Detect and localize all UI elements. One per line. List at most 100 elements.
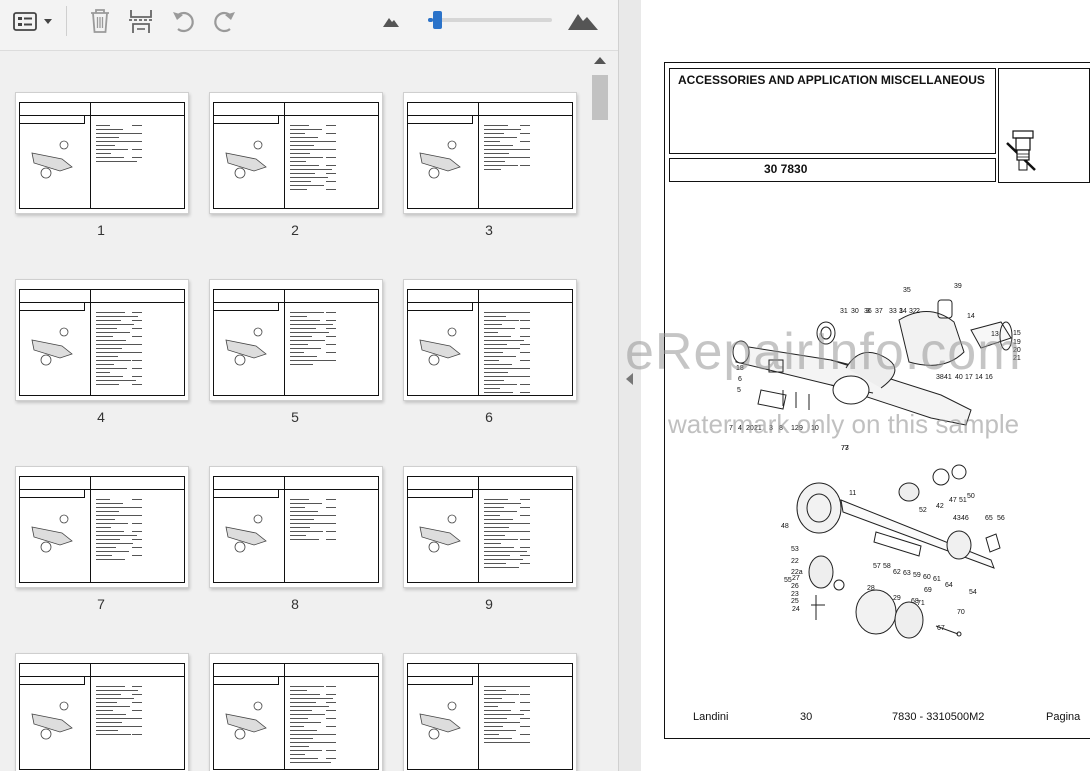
thumbnail-text-line <box>132 710 142 711</box>
part-callout-number: 2 <box>916 308 920 315</box>
vertical-scrollbar[interactable] <box>589 52 611 771</box>
part-callout-number: 17 <box>965 374 973 381</box>
thumbnail-text-line <box>484 145 513 146</box>
page-thumbnail[interactable] <box>209 466 383 588</box>
part-callout-number: 34 <box>899 308 907 315</box>
part-callout-number: 67 <box>937 625 945 632</box>
page-thumbnail[interactable] <box>403 92 577 214</box>
page-thumbnail[interactable] <box>403 466 577 588</box>
scroll-up-arrow-icon[interactable] <box>594 57 606 64</box>
page-thumbnail[interactable] <box>15 279 189 401</box>
thumbnail-text-line <box>484 356 516 357</box>
thumbnail-column-rule <box>478 290 479 395</box>
delete-page-button[interactable] <box>86 7 114 35</box>
thumbnail-text-line <box>520 726 530 727</box>
thumbnail-text-line <box>96 368 127 369</box>
thumbnail-page-frame <box>407 663 573 770</box>
page-number-label: 4 <box>97 409 105 425</box>
thumbnail-header <box>408 477 572 490</box>
thumbnail-text-line <box>484 376 521 377</box>
title-box: ACCESSORIES AND APPLICATION MISCELLANEOU… <box>669 68 996 154</box>
page-thumbnail[interactable] <box>15 466 189 588</box>
thumbnail-text-line <box>290 539 319 540</box>
part-callout-number: 7 <box>729 425 733 432</box>
thumbnail-text-line <box>484 698 502 699</box>
thumbnail-text-line <box>520 742 530 743</box>
view-menu-button[interactable] <box>12 7 56 35</box>
page-thumbnail[interactable] <box>403 279 577 401</box>
thumbnail-text-line <box>290 328 316 329</box>
thumbnail-text-line <box>96 543 133 544</box>
part-callout-number: 8 <box>779 425 783 432</box>
collapse-arrow-icon[interactable] <box>626 373 633 385</box>
thumbnail-text-line <box>96 332 130 333</box>
thumbnail-code-box <box>408 677 473 685</box>
thumbnail-text-line <box>290 754 305 755</box>
thumbnail-text-line <box>520 141 530 142</box>
pane-divider[interactable] <box>618 0 642 771</box>
thumbnail-diagram <box>225 327 267 366</box>
undo-button[interactable] <box>168 7 198 35</box>
thumbnail-text-line <box>96 328 117 329</box>
thumbnail-text-line <box>290 515 331 516</box>
thumbnail-code-box <box>20 303 85 311</box>
thumbnail-text-line <box>290 690 307 691</box>
thumbnail-text-line <box>484 328 515 329</box>
part-callout-number: 55 <box>784 577 792 584</box>
page-thumbnail[interactable] <box>209 279 383 401</box>
thumbnail-text-line <box>290 694 320 695</box>
part-callout-number: 14 <box>975 374 983 381</box>
thumbnail-diagram <box>31 514 73 553</box>
thumbnail-column-rule <box>90 290 91 395</box>
thumbnail-text-line <box>484 559 523 560</box>
thumbnail-text-line <box>96 706 130 707</box>
thumbnail-diagram <box>419 514 461 553</box>
thumbnail-text-line <box>484 141 500 142</box>
page-thumbnail[interactable] <box>403 653 577 771</box>
zoom-out-button[interactable] <box>380 7 402 35</box>
thumbnail-text-line <box>290 527 310 528</box>
extract-pages-button[interactable] <box>126 7 156 35</box>
part-callout-number: 63 <box>903 570 911 577</box>
thumbnail-text-line <box>290 145 314 146</box>
part-callout-number: 53 <box>791 546 799 553</box>
thumbnail-text-line <box>132 734 142 735</box>
thumbnail-text-line <box>326 758 336 759</box>
page-thumbnail[interactable] <box>15 92 189 214</box>
thumbnail-text-line <box>520 133 530 134</box>
zoom-slider[interactable] <box>428 11 552 29</box>
thumbnail-text-line <box>96 539 120 540</box>
thumbnail-text-line <box>484 519 513 520</box>
thumbnail-text-line <box>96 547 116 548</box>
part-callout-number: 26 <box>791 583 799 590</box>
thumbnail-column-rule <box>478 664 479 769</box>
thumbnail-text-line <box>484 499 508 500</box>
thumbnail-text-line <box>96 320 121 321</box>
thumbnail-text-line <box>520 344 530 345</box>
thumbnail-text-line <box>96 531 124 532</box>
thumbnail-text-line <box>326 515 336 516</box>
thumbnail-text-line <box>132 702 142 703</box>
thumbnail-diagram <box>419 701 461 740</box>
thumbnail-text-line <box>96 340 126 341</box>
thumbnail-text-line <box>484 547 514 548</box>
part-callout-number: 54 <box>969 589 977 596</box>
zoom-in-button[interactable] <box>566 7 600 35</box>
page-thumbnail[interactable] <box>209 92 383 214</box>
page-thumbnail[interactable] <box>15 653 189 771</box>
thumbnail-column-rule <box>284 664 285 769</box>
part-callout-number: 4 <box>738 425 742 432</box>
zoom-slider-handle[interactable] <box>432 11 442 29</box>
thumbnail-header <box>20 103 184 116</box>
thumbnail-page-frame <box>19 102 185 209</box>
thumbnail-text-line <box>326 710 336 711</box>
thumbnail-text-line <box>326 328 336 329</box>
thumbnail-text-line <box>520 320 530 321</box>
thumbnail-text-line <box>290 173 315 174</box>
part-callout-number: 41 <box>944 374 952 381</box>
scrollbar-thumb[interactable] <box>592 75 608 120</box>
thumbnail-text-line <box>520 157 530 158</box>
page-thumbnail[interactable] <box>209 653 383 771</box>
thumbnail-text-line <box>484 507 504 508</box>
redo-button[interactable] <box>210 7 240 35</box>
